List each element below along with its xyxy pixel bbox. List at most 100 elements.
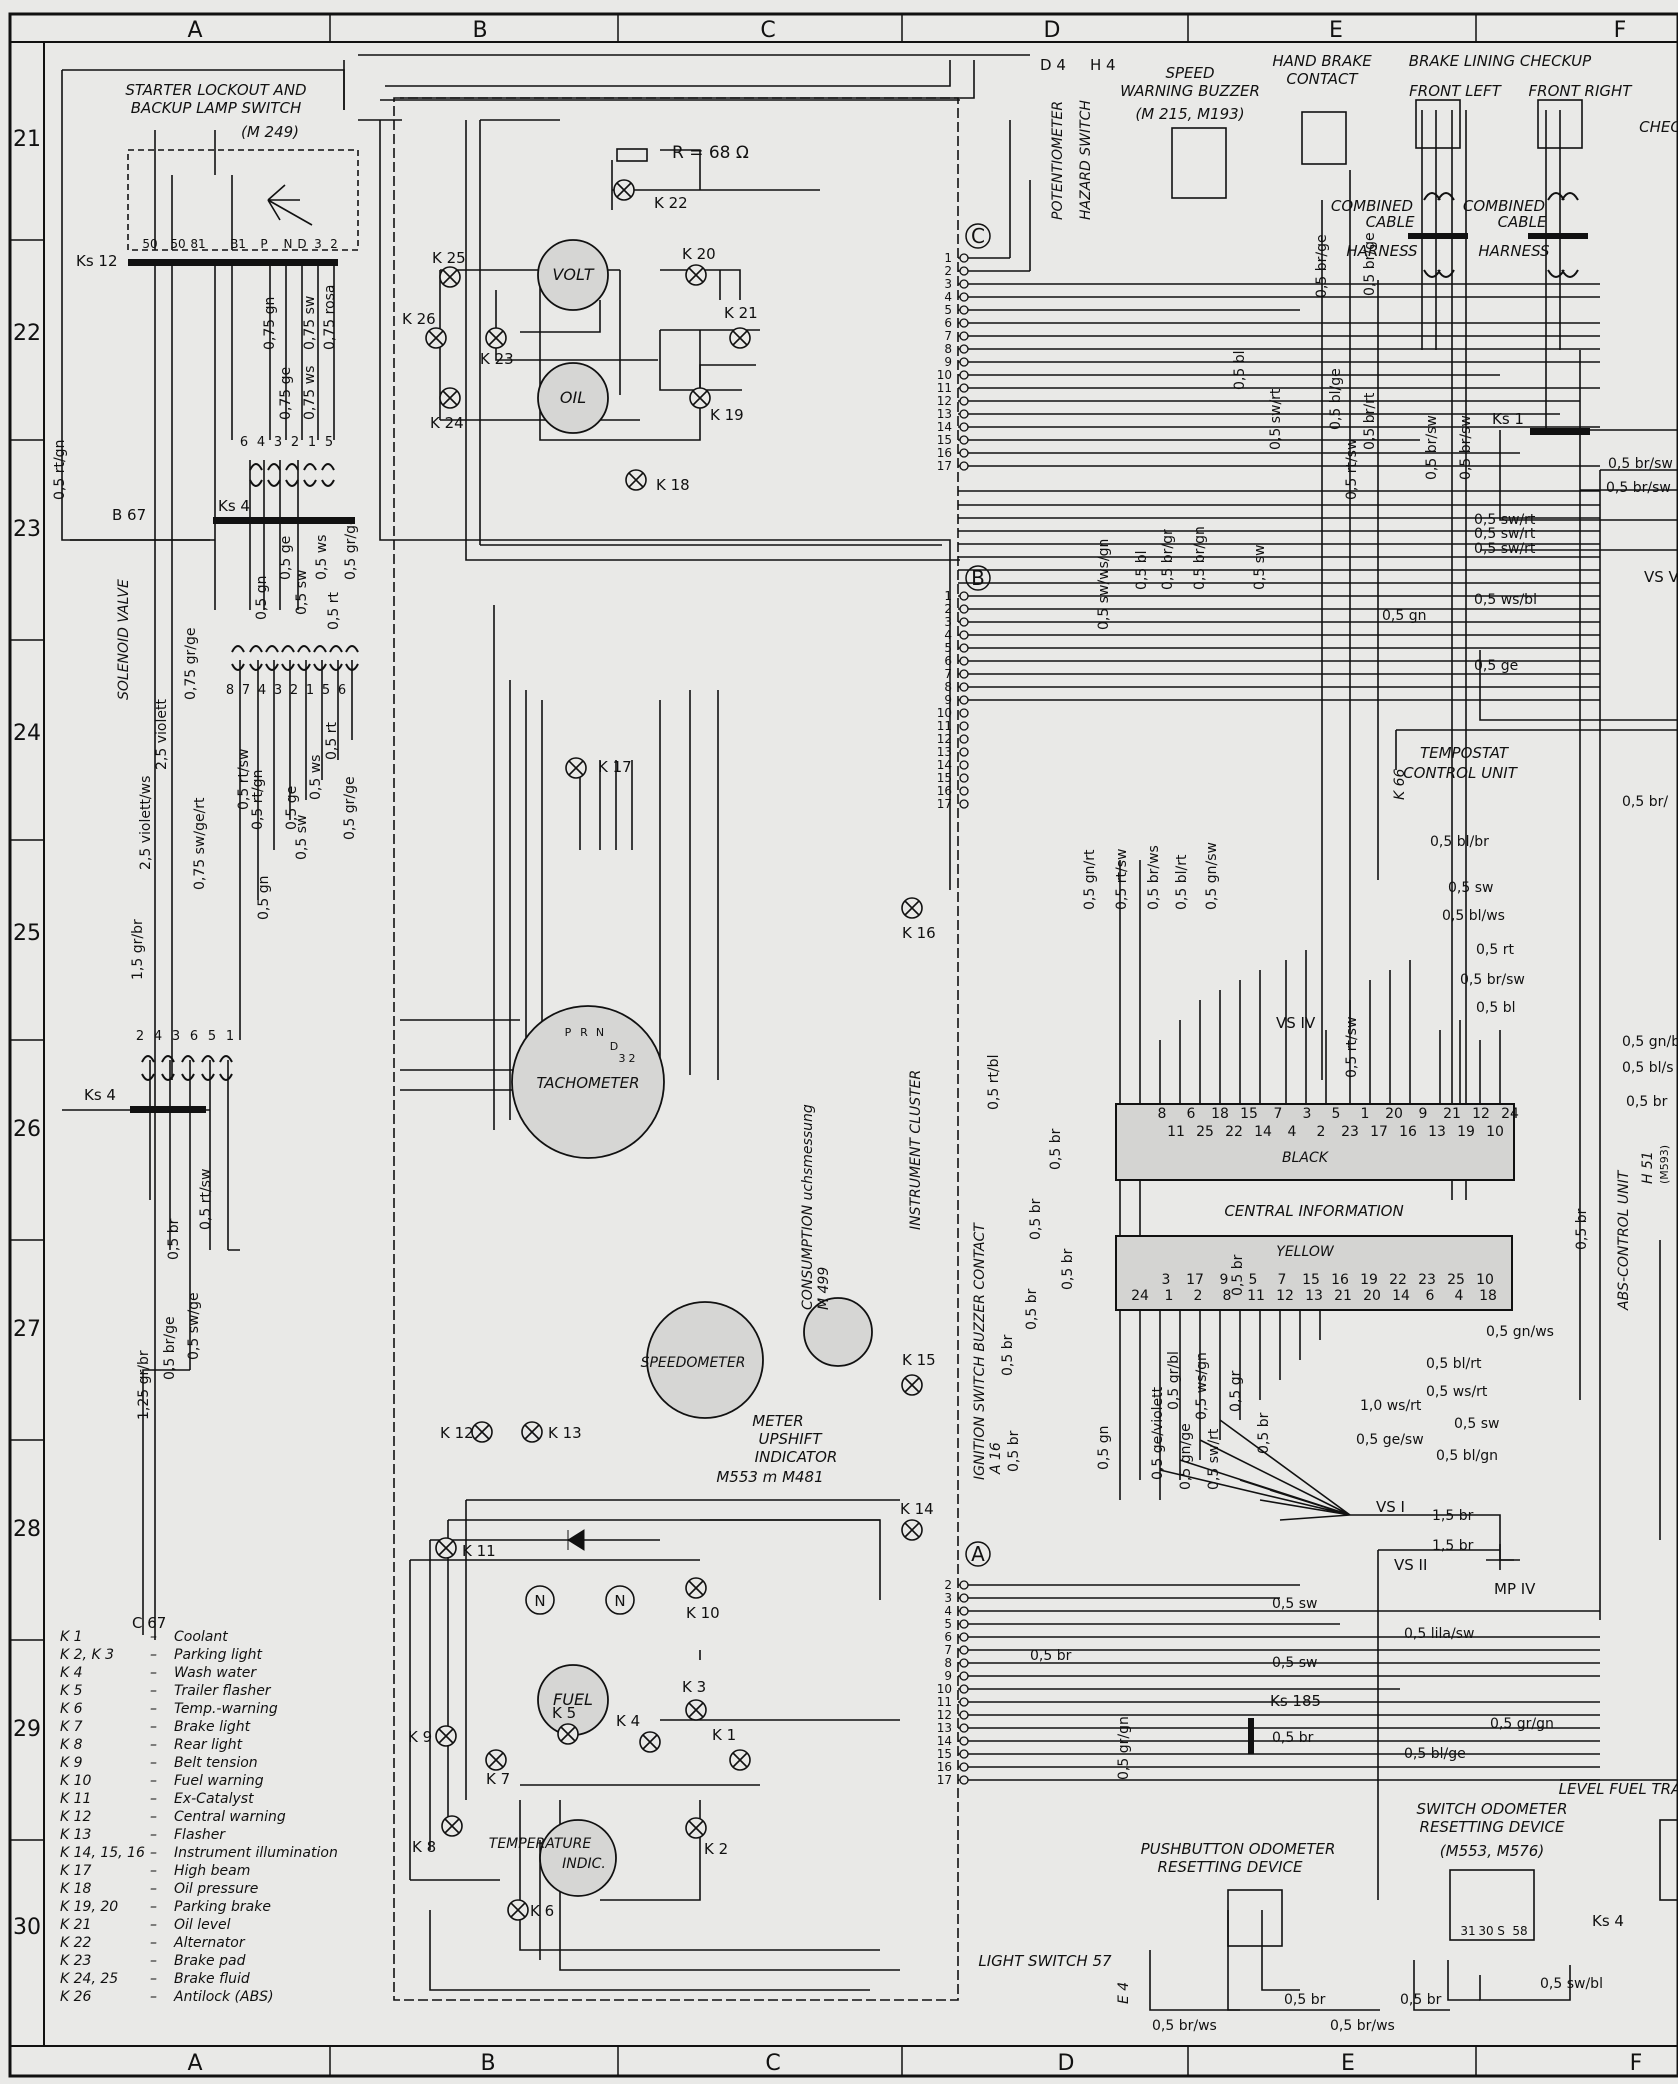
wire-label: 0,5 br/ge <box>1314 234 1330 298</box>
lamp-cross <box>904 900 920 916</box>
connector-pin <box>959 773 969 783</box>
switch-odometer-2: RESETTING DEVICE <box>1420 1818 1565 1836</box>
wire-label: 0,5 sw/ge <box>186 1292 202 1360</box>
row-label: 21 <box>13 127 41 152</box>
connector-pin <box>959 656 969 666</box>
legend-row: K 12–Central warning <box>60 1808 420 1826</box>
wire-label: 0,5 rt/gn <box>52 440 68 500</box>
yellow-pin-top: 25 <box>1447 1272 1465 1288</box>
yellow-pin-bottom: 18 <box>1479 1288 1497 1304</box>
light-switch-label: LIGHT SWITCH 57 <box>978 1952 1112 1970</box>
lamp-cross <box>616 182 632 198</box>
connector-pin-number: 15 <box>937 433 952 447</box>
wire-label: 0,5 gn/ge <box>1178 1423 1194 1490</box>
yellow-pin-top: 3 <box>1162 1272 1171 1288</box>
legend-code: K 5 <box>60 1683 83 1699</box>
connector-pin <box>959 422 969 432</box>
connector-pin <box>959 1697 969 1707</box>
plug-pin-6: 4 <box>257 435 265 450</box>
connector-pin <box>959 760 969 770</box>
wire-label: 0,75 sw/ge/rt <box>192 797 208 890</box>
lamp-label: K 12 <box>440 1424 474 1442</box>
connector-pin <box>959 617 969 627</box>
plug-pin-8: 8 <box>226 683 234 698</box>
connector-pin <box>959 630 969 640</box>
lamp-label: K 5 <box>552 1704 576 1722</box>
yellow-pin-bottom: 21 <box>1334 1288 1352 1304</box>
connector-pin <box>959 253 969 263</box>
speedometer-gauge <box>646 1301 764 1419</box>
combined-cable-right-1: COMBINED <box>1463 197 1545 215</box>
connector-pin-number: 8 <box>944 342 952 356</box>
row-label: 29 <box>13 1717 41 1742</box>
plug-pin-8: 2 <box>290 683 298 698</box>
tempostat-title-1: TEMPOSTAT <box>1420 744 1510 762</box>
lamp-cross <box>474 1424 490 1440</box>
yellow-pin-bottom: 12 <box>1276 1288 1294 1304</box>
ks12-bar <box>128 259 338 266</box>
legend-row: K 23–Brake pad <box>60 1952 420 1970</box>
lamp-cross <box>904 1377 920 1393</box>
b67-label: B 67 <box>112 506 146 524</box>
plug-pin-5: 6 <box>190 1029 198 1044</box>
black-pin-bottom: 19 <box>1457 1124 1475 1140</box>
col-label: F <box>1630 2051 1643 2076</box>
legend-desc: Flasher <box>174 1827 226 1843</box>
legend-desc: Antilock (ABS) <box>174 1989 274 2005</box>
lamp-label: K 18 <box>656 476 690 494</box>
legend-dash: – <box>150 1863 157 1879</box>
legend-dash: – <box>150 1683 157 1699</box>
odo-pin: S <box>1497 1924 1505 1938</box>
connector-pin-number: 3 <box>944 1591 952 1605</box>
connector-pin <box>959 643 969 653</box>
legend-code: K 9 <box>60 1755 83 1771</box>
yellow-pin-bottom: 1 <box>1165 1288 1174 1304</box>
yellow-pin-top: 9 <box>1220 1272 1229 1288</box>
wire-label: 0,5 gn/ws <box>1486 1324 1554 1340</box>
wire-label: 0,5 gn <box>254 576 270 620</box>
connector-pin-number: 6 <box>944 654 952 668</box>
e4-label: E 4 <box>1116 1982 1132 2004</box>
legend-desc: Ex-Catalyst <box>174 1791 254 1807</box>
mp4-ground <box>1486 1544 1514 1570</box>
yellow-pin-top: 23 <box>1418 1272 1436 1288</box>
switch-pin: P <box>260 237 267 251</box>
combined-cable-left-2: CABLE <box>1366 213 1415 231</box>
wire-label: 0,5 br <box>1024 1288 1040 1330</box>
lamp-label: K 6 <box>530 1902 554 1920</box>
connector-pin <box>959 370 969 380</box>
connector-pin <box>959 1775 969 1785</box>
black-pin-bottom: 10 <box>1486 1124 1504 1140</box>
black-pin-bottom: 23 <box>1341 1124 1359 1140</box>
yellow-pin-bottom: 13 <box>1305 1288 1323 1304</box>
ks4-bar-upper <box>213 517 355 524</box>
pushbutton-odometer-2: RESETTING DEVICE <box>1158 1858 1303 1876</box>
connector-pin <box>959 591 969 601</box>
wire-label: 0,75 sw <box>302 296 318 350</box>
lamp-label: K 11 <box>462 1542 496 1560</box>
wire-label: 0,5 sw <box>1448 880 1493 896</box>
resistor-symbol <box>616 148 648 162</box>
legend-code: K 26 <box>60 1989 92 2005</box>
col-label: E <box>1329 18 1343 43</box>
vs5-label: VS V <box>1644 568 1678 586</box>
wire-label: 0,5 br <box>166 1218 182 1260</box>
row-label: 22 <box>13 321 41 346</box>
wire-label: 0,5 gr/ge <box>343 516 359 580</box>
black-pin-top: 3 <box>1303 1106 1312 1122</box>
wire-label: 0,5 sw/rt <box>1474 526 1536 542</box>
legend-dash: – <box>150 1899 157 1915</box>
wire-label: 0,5 br <box>1060 1248 1076 1290</box>
hand-brake-title-2: CONTACT <box>1286 70 1359 88</box>
legend-dash: – <box>150 1737 157 1753</box>
ks1-bar <box>1530 428 1590 435</box>
connector-b-label: B <box>971 566 985 590</box>
connector-pin-number: 14 <box>937 758 952 772</box>
connector-pin <box>959 279 969 289</box>
connector-pin <box>959 734 969 744</box>
legend-desc: Brake pad <box>174 1953 246 1969</box>
ks4-bar-lower <box>130 1106 206 1113</box>
check-label-truncated: CHEC <box>1639 118 1678 136</box>
connector-pin <box>959 1606 969 1616</box>
